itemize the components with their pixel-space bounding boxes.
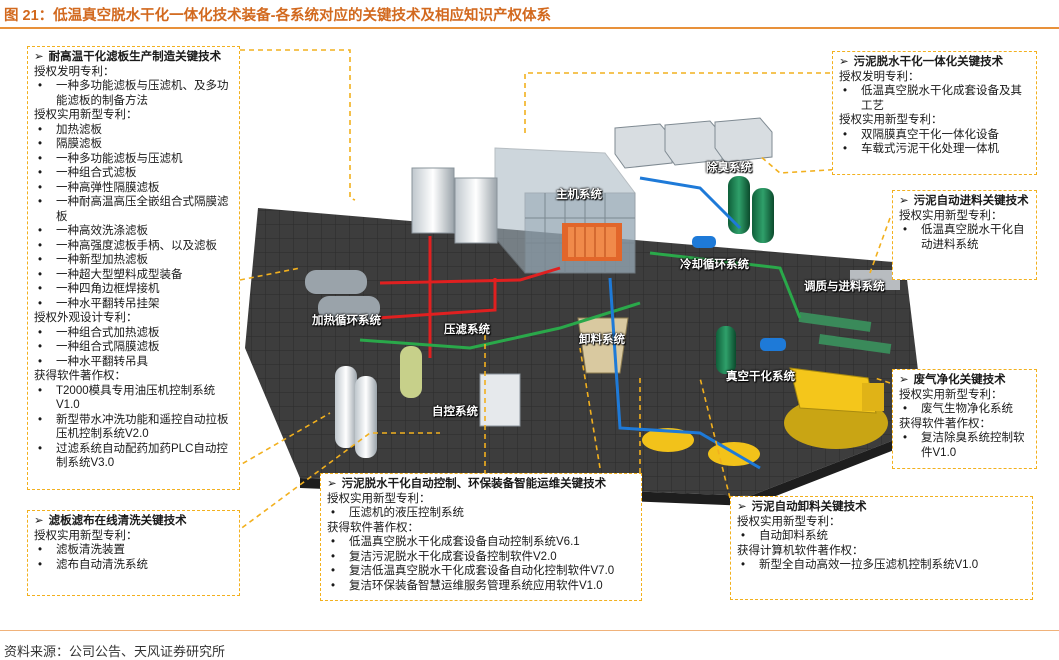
group-heading: 授权实用新型专利：	[34, 529, 138, 542]
patent-item: 滤布自动清洗系统	[34, 558, 233, 573]
plant-label-unload: 卸料系统	[579, 334, 625, 346]
patent-item: 双隔膜真空干化一体化设备	[839, 128, 1030, 143]
patent-item: 一种多功能滤板与压滤机	[34, 152, 233, 167]
group-heading: 获得计算机软件著作权：	[737, 544, 864, 557]
patent-item: 一种组合式加热滤板	[34, 326, 233, 341]
patent-item: 压滤机的液压控制系统	[327, 506, 635, 521]
plant-label-vacuum: 真空干化系统	[726, 371, 795, 383]
patent-item: 复洁污泥脱水干化成套设备控制软件V2.0	[327, 550, 635, 565]
patent-item: 一种组合式隔膜滤板	[34, 340, 233, 355]
group-heading: 授权实用新型专利：	[839, 114, 943, 126]
plant-label-cooling: 冷却循环系统	[680, 259, 749, 271]
box-exhaust: ➢废气净化关键技术授权实用新型专利：废气生物净化系统获得软件著作权：复洁除臭系统…	[892, 369, 1037, 469]
patent-item: T2000模具专用油压机控制系统V1.0	[34, 384, 233, 413]
box-title: ➢污泥脱水干化一体化关键技术	[839, 56, 1004, 68]
box-control: ➢污泥脱水干化自动控制、环保装备智能运维关键技术授权实用新型专利：压滤机的液压控…	[320, 473, 642, 601]
patent-item: 新型全自动高效一拉多压滤机控制系统V1.0	[737, 558, 1026, 573]
plant-label-heating: 加热循环系统	[312, 315, 381, 327]
storage-tanks	[335, 167, 498, 458]
group-heading: 授权实用新型专利：	[899, 209, 1003, 222]
box-title: ➢污泥脱水干化自动控制、环保装备智能运维关键技术	[327, 478, 607, 490]
patent-item: 一种高效洗涤滤板	[34, 224, 233, 239]
patent-item: 一种高弹性隔膜滤板	[34, 181, 233, 196]
footer-rule	[0, 630, 1059, 631]
patent-item: 一种组合式滤板	[34, 166, 233, 181]
box-filter-plate: ➢耐高温干化滤板生产制造关键技术授权发明专利：一种多功能滤板与压滤机、及多功能滤…	[27, 46, 240, 490]
box-title: ➢耐高温干化滤板生产制造关键技术	[34, 51, 222, 63]
deodor-units	[614, 117, 773, 169]
filter-press	[562, 223, 622, 261]
arrow-bullet-icon: ➢	[327, 478, 337, 490]
patent-item: 一种多功能滤板与压滤机、及多功能滤板的制备方法	[34, 79, 233, 108]
box-title: ➢污泥自动进料关键技术	[899, 195, 1029, 207]
control-cabinet	[479, 373, 521, 427]
figure-source: 资料来源：公司公告、天风证券研究所	[4, 644, 226, 659]
patent-item: 隔膜滤板	[34, 137, 233, 152]
patent-item: 一种高强度滤板手柄、以及滤板	[34, 239, 233, 254]
group-heading: 获得软件著作权：	[899, 417, 991, 430]
pipes	[359, 176, 802, 470]
patent-item: 过滤系统自动配药加药PLC自动控制系统V3.0	[34, 442, 233, 471]
plant-label-press: 压滤系统	[444, 324, 490, 336]
green-tanks	[400, 176, 774, 398]
arrow-bullet-icon: ➢	[34, 51, 44, 63]
patent-item: 废气生物净化系统	[899, 402, 1030, 417]
group-heading: 授权实用新型专利：	[327, 492, 431, 505]
heating-boilers	[305, 270, 380, 320]
arrow-bullet-icon: ➢	[839, 56, 849, 68]
arrow-bullet-icon: ➢	[34, 515, 44, 527]
group-heading: 授权实用新型专利：	[34, 109, 138, 121]
group-heading: 授权发明专利：	[839, 70, 920, 83]
vacuum-pumps	[692, 236, 786, 351]
patent-item: 一种水平翻转吊挂架	[34, 297, 233, 312]
plant-label-autocontrol: 自控系统	[432, 406, 478, 418]
box-integrated: ➢污泥脱水干化一体化关键技术授权发明专利：低温真空脱水干化成套设备及其工艺授权实…	[832, 51, 1037, 175]
patent-item: 复洁低温真空脱水干化成套设备自动化控制软件V7.0	[327, 564, 635, 579]
patent-item: 一种耐高温高压全嵌组合式隔膜滤板	[34, 195, 233, 224]
arrow-bullet-icon: ➢	[737, 501, 747, 513]
box-title: ➢滤板滤布在线清洗关键技术	[34, 515, 187, 527]
patent-item: 低温真空脱水干化自动进料系统	[899, 223, 1030, 252]
arrow-bullet-icon: ➢	[899, 195, 909, 207]
group-heading: 获得软件著作权：	[327, 521, 419, 534]
plant-label-main: 主机系统	[556, 189, 602, 201]
figure-title: 图 21：低温真空脱水干化一体化技术装备-各系统对应的关键技术及相应知识产权体系	[4, 8, 551, 24]
yellow-disc	[642, 428, 694, 452]
patent-item: 复洁除臭系统控制软件V1.0	[899, 431, 1030, 460]
arrow-bullet-icon: ➢	[899, 374, 909, 386]
patent-item: 低温真空脱水干化成套设备自动控制系统V6.1	[327, 535, 635, 550]
plant-label-deodor: 除臭系统	[706, 162, 752, 174]
patent-item: 一种超大型塑料成型装备	[34, 268, 233, 283]
patent-item: 自动卸料系统	[737, 529, 1026, 544]
group-heading: 获得软件著作权：	[34, 370, 126, 382]
dump-truck	[784, 367, 888, 449]
group-heading: 授权发明专利：	[34, 65, 115, 78]
patent-item: 加热滤板	[34, 123, 233, 138]
group-heading: 授权实用新型专利：	[899, 388, 1003, 401]
box-title: ➢废气净化关键技术	[899, 374, 1006, 386]
group-heading: 授权实用新型专利：	[737, 515, 841, 528]
patent-item: 滤板清洗装置	[34, 543, 233, 558]
title-rule	[0, 27, 1059, 29]
patent-item: 低温真空脱水干化成套设备及其工艺	[839, 84, 1030, 113]
dashed-connectors	[234, 49, 891, 534]
plant-label-conditioning: 调质与进料系统	[804, 281, 885, 293]
patent-item: 车载式污泥干化处理一体机	[839, 142, 1030, 157]
patent-item: 一种水平翻转吊具	[34, 355, 233, 370]
patent-item: 复洁环保装备智慧运维服务管理系统应用软件V1.0	[327, 579, 635, 594]
box-title: ➢污泥自动卸料关键技术	[737, 501, 867, 513]
patent-item: 一种新型加热滤板	[34, 253, 233, 268]
conditioning-conveyors	[798, 270, 900, 354]
group-heading: 授权外观设计专利：	[34, 312, 138, 324]
box-unloading: ➢污泥自动卸料关键技术授权实用新型专利：自动卸料系统获得计算机软件著作权：新型全…	[730, 496, 1033, 600]
patent-item: 一种四角边框焊接机	[34, 282, 233, 297]
patent-item: 新型带水冲洗功能和遥控自动拉板压机控制系统V2.0	[34, 413, 233, 442]
